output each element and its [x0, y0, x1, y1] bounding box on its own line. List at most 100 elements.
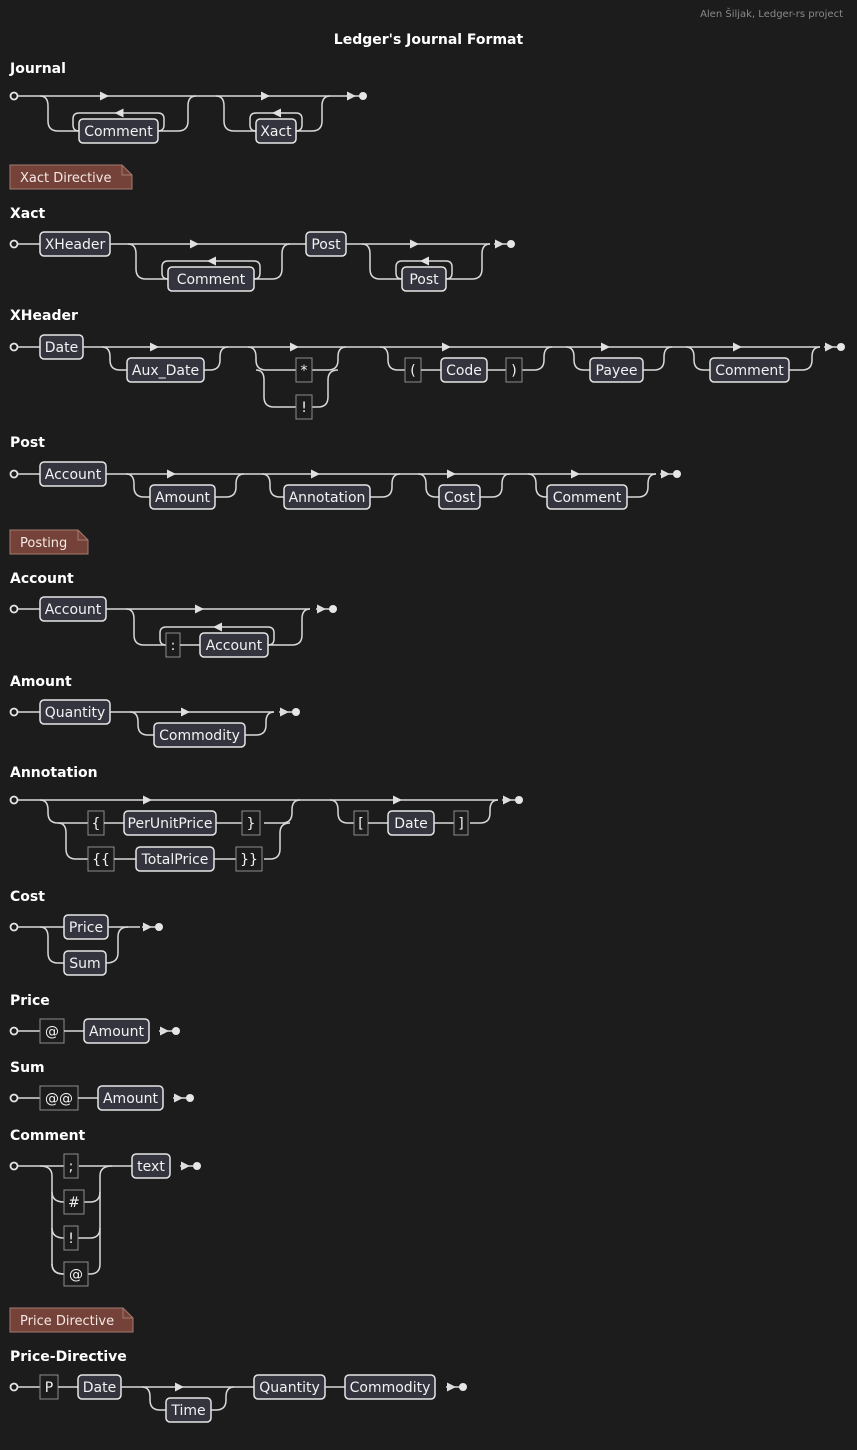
rail-line — [51, 1191, 65, 1203]
rail-line — [312, 369, 339, 408]
rail-line — [215, 473, 245, 498]
cost-sum-label: Sum — [69, 956, 100, 972]
arrow-right-icon — [195, 604, 204, 614]
amount-quantity-label: Quantity — [45, 705, 106, 721]
price-directive-time-box[interactable] — [165, 1397, 212, 1423]
xheader-star-box[interactable] — [295, 357, 313, 383]
xheader-comment-label: Comment — [715, 363, 784, 379]
price-directive-commodity-box[interactable] — [344, 1374, 436, 1400]
start-circle-icon — [9, 1382, 19, 1392]
rule-title-amount: Amount — [10, 674, 72, 690]
rail-line — [643, 346, 673, 371]
rail-line — [254, 243, 291, 280]
xact-post-repeat-box[interactable] — [401, 266, 447, 292]
rail-line — [105, 926, 129, 964]
annotation-open-bracket-label: [ — [358, 816, 363, 832]
comment-bang-box[interactable] — [63, 1225, 79, 1251]
post-comment-box[interactable] — [546, 484, 628, 510]
sum-amount-box[interactable] — [97, 1085, 164, 1111]
price-amount-box[interactable] — [83, 1018, 150, 1044]
rail-line — [101, 346, 127, 371]
amount-commodity-label: Commodity — [159, 728, 240, 744]
start-circle-icon — [9, 604, 19, 614]
arrow-left-icon — [114, 108, 124, 118]
xheader-payee-box[interactable] — [589, 357, 644, 383]
arrow-left-icon — [272, 108, 281, 118]
note-xact-directive — [9, 164, 133, 190]
start-circle-icon — [9, 1026, 19, 1036]
annotation-close-double-brace-label: }} — [240, 852, 258, 868]
rail-line — [127, 243, 168, 280]
xheader-comment-box[interactable] — [709, 357, 790, 383]
price-at-box[interactable] — [39, 1018, 65, 1044]
xact-post-label: Post — [311, 237, 341, 253]
xact-comment-box[interactable] — [167, 266, 255, 292]
post-cost-label: Cost — [444, 490, 476, 506]
page-title: Ledger's Journal Format — [333, 32, 524, 48]
rule-title-comment: Comment — [10, 1128, 86, 1144]
annotation-open-brace-label: { — [92, 816, 101, 832]
rail-line — [264, 822, 291, 860]
sum-double-at-box[interactable] — [39, 1085, 79, 1111]
price-directive-p-label: P — [45, 1380, 53, 1396]
annotation-close-brace-box[interactable] — [241, 810, 261, 836]
end-dot-icon — [359, 92, 367, 100]
arrow-left-icon — [420, 256, 429, 266]
annotation-close-bracket-box[interactable] — [453, 810, 469, 836]
account-subaccount-label: Account — [206, 638, 263, 654]
post-annotation-box[interactable] — [283, 484, 371, 510]
annotation-close-double-brace-box[interactable] — [235, 846, 263, 872]
arrow-right-icon — [190, 239, 199, 249]
comment-at-box[interactable] — [63, 1261, 89, 1287]
cost-sum-box[interactable] — [63, 950, 107, 976]
start-circle-icon — [9, 922, 19, 932]
rail-line — [527, 473, 547, 498]
arrow-right-icon — [261, 91, 270, 101]
account-subaccount-box[interactable] — [199, 632, 269, 658]
arrow-right-icon — [571, 469, 580, 479]
annotation-open-double-brace-label: {{ — [92, 852, 110, 868]
xheader-aux-date-label: Aux_Date — [132, 363, 199, 379]
comment-at-label: @ — [69, 1267, 83, 1283]
rail-line — [470, 799, 499, 824]
arrow-right-icon — [143, 795, 152, 805]
xheader-aux-date-box[interactable] — [126, 357, 205, 383]
xheader-bang-box[interactable] — [295, 394, 313, 420]
post-amount-box[interactable] — [149, 484, 216, 510]
post-amount-label: Amount — [155, 490, 211, 506]
start-circle-icon — [9, 342, 19, 352]
journal-xact-box[interactable] — [255, 118, 297, 144]
rail-line — [125, 473, 150, 498]
amount-commodity-box[interactable] — [153, 722, 246, 748]
xheader-payee-label: Payee — [596, 363, 638, 379]
comment-text-box[interactable] — [131, 1153, 171, 1179]
xheader-close-paren-box[interactable] — [505, 357, 523, 383]
journal-comment-box[interactable] — [78, 118, 159, 144]
xact-post-repeat-label: Post — [409, 272, 439, 288]
rule-title-post: Post — [10, 435, 45, 451]
end-dot-icon — [459, 1383, 467, 1391]
note-posting — [9, 529, 89, 555]
rail-line — [245, 711, 275, 736]
rail-line — [312, 346, 347, 371]
rule-title-price: Price — [10, 993, 50, 1009]
arrow-right-icon — [447, 469, 456, 479]
rail-line — [99, 1165, 113, 1264]
note-price-directive — [9, 1307, 134, 1333]
arrow-right-icon — [181, 707, 190, 717]
comment-semicolon-box[interactable] — [63, 1153, 79, 1179]
end-dot-icon — [172, 1027, 180, 1035]
sum-double-at-label: @@ — [45, 1091, 73, 1107]
rail-line — [264, 799, 301, 824]
note-posting-label: Posting — [20, 536, 67, 551]
rail-line — [565, 346, 590, 371]
price-at-label: @ — [45, 1024, 59, 1040]
rail-line — [627, 473, 657, 498]
xheader-star-label: * — [301, 363, 308, 379]
rail-line — [88, 1263, 101, 1275]
post-cost-box[interactable] — [438, 484, 481, 510]
comment-hash-box[interactable] — [63, 1189, 85, 1215]
rail-line — [39, 1165, 65, 1275]
price-amount-label: Amount — [89, 1024, 145, 1040]
note-fold — [122, 1308, 133, 1319]
